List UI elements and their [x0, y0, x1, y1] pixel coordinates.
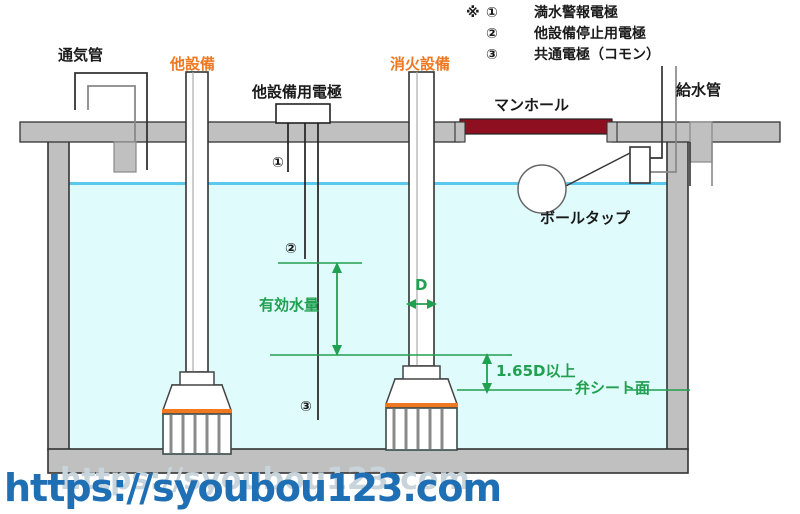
legend-marker-1: ① — [486, 5, 498, 21]
label-ball-tap: ボールタップ — [540, 209, 631, 227]
strainer-basket-fire — [385, 407, 458, 451]
foot-valve-body-other — [161, 384, 233, 411]
diameter-arrow-head-right — [427, 299, 437, 309]
manhole-cover — [459, 118, 613, 135]
label-pipe-diameter: D — [415, 276, 428, 294]
tank-wall-left — [47, 133, 70, 451]
label-other-equipment: 他設備 — [170, 55, 216, 73]
electrode-marker-3: ③ — [300, 399, 312, 415]
legend-label-1: 満水警報電極 — [534, 5, 618, 21]
legend-label-3: 共通電極（コモン） — [534, 47, 660, 63]
strainer-slots-other — [169, 415, 221, 453]
manhole-seat-left — [454, 121, 466, 143]
riser-pipe-other — [185, 71, 209, 373]
ball-tap-float — [517, 164, 567, 214]
legend-prefix: ※ — [466, 5, 480, 21]
supply-pipe-drop — [648, 66, 663, 159]
supply-pipe-through-slab — [689, 121, 713, 163]
riser-pipe-fire — [408, 71, 435, 367]
watermark-url: https://syoubou123.com — [4, 466, 502, 510]
ball-tap-arm — [557, 152, 631, 191]
clearance-arrow-head-up — [482, 353, 492, 364]
supply-pipe-drop-inner — [648, 66, 677, 173]
tank-wall-right — [666, 133, 689, 451]
diameter-arrow-head-left — [406, 299, 416, 309]
effective-volume-arrow-head-down — [332, 345, 342, 356]
electrode-holder-box — [275, 103, 331, 124]
effective-volume-arrow-head-up — [332, 262, 342, 273]
vent-pipe-outer-wall — [74, 72, 148, 170]
electrode-marker-1: ① — [272, 155, 284, 171]
label-fire-equipment: 消火設備 — [390, 55, 451, 73]
label-valve-seat: 弁シート面 — [575, 379, 651, 397]
tank-floor — [47, 448, 689, 474]
foot-valve-band-other — [162, 409, 232, 414]
vent-pipe-through-slab — [113, 141, 137, 173]
legend-marker-2: ② — [486, 26, 498, 42]
strainer-slots-fire — [392, 409, 444, 449]
legend-marker-3: ③ — [486, 47, 498, 63]
manhole-seat-right — [606, 121, 618, 143]
clearance-arrow-head-down — [482, 383, 492, 394]
label-clearance: 1.65D以上 — [496, 362, 576, 380]
legend-label-2: 他設備停止用電極 — [534, 26, 646, 42]
strainer-basket-other — [162, 413, 232, 455]
tank-ceiling-left — [19, 121, 461, 143]
label-manhole: マンホール — [494, 96, 570, 114]
label-vent-pipe: 通気管 — [58, 46, 104, 64]
label-other-equipment-electrode: 他設備用電極 — [252, 83, 343, 101]
electrode-marker-2: ② — [285, 241, 297, 257]
vent-pipe-inner-wall — [87, 85, 136, 170]
watermark-shadow: https://syoubou123.com — [60, 462, 470, 497]
label-water-supply-pipe: 給水管 — [676, 81, 722, 99]
foot-valve-band-fire — [385, 403, 458, 408]
label-effective-volume: 有効水量 — [259, 296, 320, 314]
ball-tap-valve-body — [629, 146, 651, 184]
foot-valve-body-fire — [384, 378, 459, 405]
